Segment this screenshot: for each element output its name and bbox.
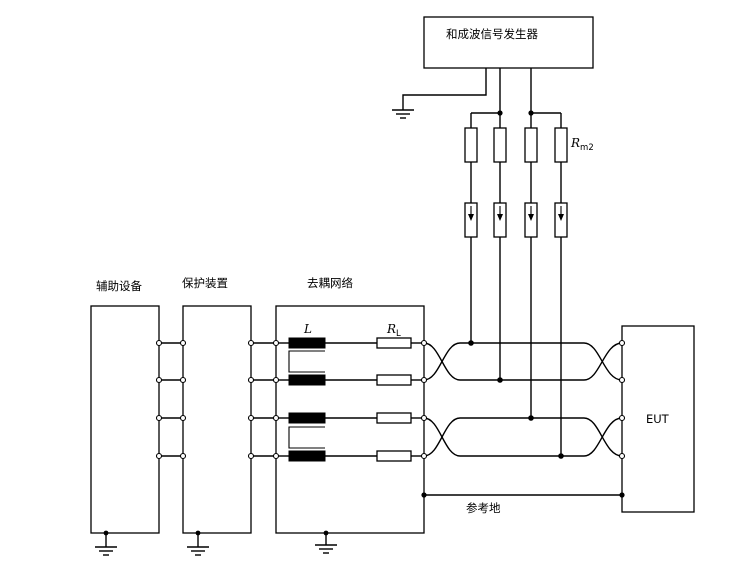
- generator-label: 和成波信号发生器: [446, 27, 538, 41]
- eut: EUT: [621, 325, 695, 513]
- terminal-nodes: [155, 339, 626, 460]
- decoupling-network: 去耦网络: [275, 276, 425, 534]
- generator-output-wiring: [471, 68, 561, 116]
- generator: 和成波信号发生器: [423, 16, 594, 69]
- junction-dot: [497, 377, 503, 383]
- generator-earth: [392, 68, 487, 119]
- generator-box: [423, 16, 594, 69]
- junction-dot: [468, 340, 474, 346]
- earth-symbols: [95, 530, 337, 556]
- resistor: [376, 374, 412, 386]
- inductor: [288, 337, 326, 349]
- resistor: [376, 450, 412, 462]
- inductor-label: L: [303, 322, 312, 336]
- reference-ground: 参考地: [421, 492, 625, 515]
- coupling-branches: Rm2: [464, 113, 594, 456]
- aux-label: 辅助设备: [96, 279, 142, 293]
- junction-dot: [619, 492, 625, 498]
- rm2-label: Rm2: [570, 136, 594, 153]
- eut-label: EUT: [646, 412, 670, 426]
- aux-box: [90, 305, 160, 534]
- junction-dot: [528, 415, 534, 421]
- protect-label: 保护装置: [182, 276, 228, 290]
- auxiliary-equipment: 辅助设备: [90, 279, 160, 534]
- resistor-label: RL: [386, 322, 401, 339]
- eut-box: [621, 325, 695, 513]
- resistor: [376, 337, 412, 349]
- junction-dot: [421, 492, 427, 498]
- inductors: L: [288, 322, 326, 462]
- twisted-pairs: [423, 340, 623, 459]
- decouple-label: 去耦网络: [307, 276, 353, 290]
- inductor: [288, 374, 326, 386]
- inductor: [288, 450, 326, 462]
- reference-ground-label: 参考地: [466, 501, 501, 515]
- resistor: [376, 412, 412, 424]
- line-resistors: RL: [376, 322, 412, 462]
- junction-dot: [558, 453, 564, 459]
- protect-box: [182, 305, 252, 534]
- inductor: [288, 412, 326, 424]
- protection-device: 保护装置: [182, 276, 252, 534]
